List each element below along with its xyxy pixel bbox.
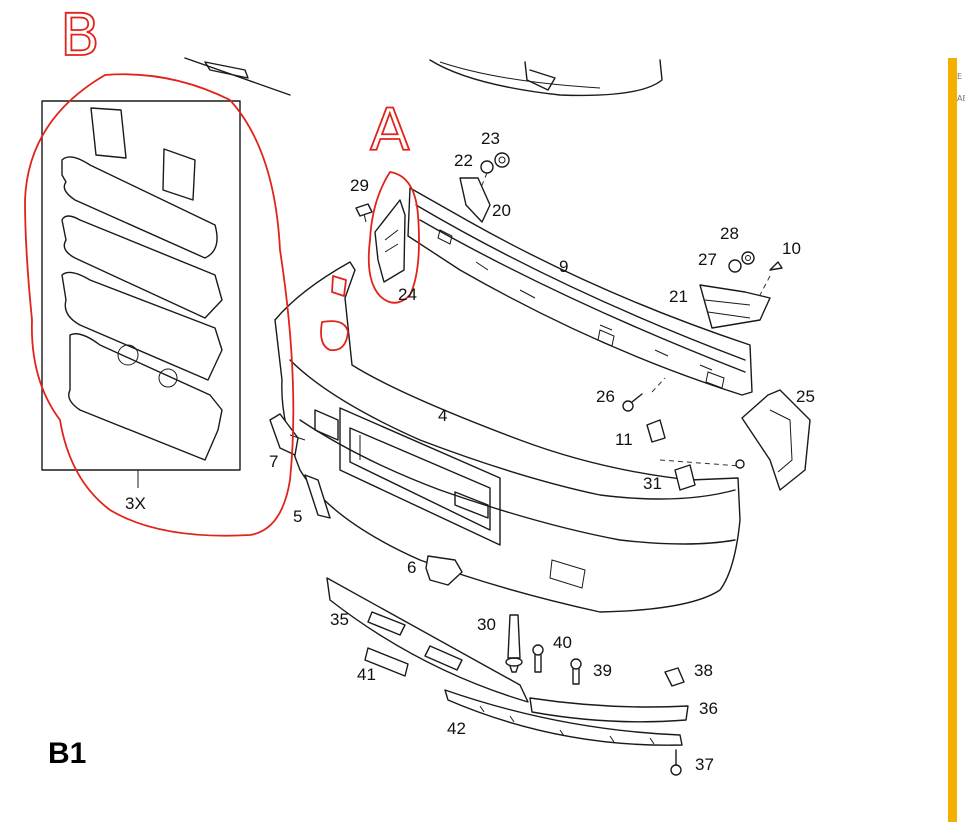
part-number-label: 4 — [438, 406, 447, 425]
part-number-label: 20 — [492, 201, 511, 220]
part-number-label: 29 — [350, 176, 369, 195]
part-number-label: 41 — [357, 665, 376, 684]
part-number-label: 40 — [553, 633, 572, 652]
part-number-label: 27 — [698, 250, 717, 269]
part-number-label: 28 — [720, 224, 739, 243]
part-number-label: 11 — [615, 430, 633, 449]
cover-5 — [304, 474, 331, 519]
plug-6 — [425, 555, 463, 586]
part-number-label: 39 — [593, 661, 612, 680]
part-number-label: 38 — [694, 661, 713, 680]
side-bar — [948, 58, 957, 822]
part-number-label: 30 — [477, 615, 496, 634]
part-number-label: 5 — [293, 507, 302, 526]
part-number-label: 31 — [643, 474, 662, 493]
screw-26 — [622, 377, 666, 412]
part-number-label: 24 — [398, 285, 417, 304]
part-number-label: 26 — [596, 387, 615, 406]
kit-box — [41, 100, 241, 488]
part-number-label: 6 — [407, 558, 416, 577]
vehicle-body-fragment — [184, 57, 663, 97]
part-number-label: 36 — [699, 699, 718, 718]
annotation-letter-a: A — [370, 96, 410, 164]
bracket-24 — [374, 199, 406, 283]
part-number-label: 37 — [695, 755, 714, 774]
strip-36 — [529, 697, 689, 723]
part-number-label: 21 — [669, 287, 688, 306]
kit-quantity-label: 3X — [125, 494, 146, 513]
clip-29 — [355, 203, 373, 223]
part-number-label: 7 — [269, 452, 278, 471]
clip-11 — [646, 419, 666, 443]
annotation-outline-b — [24, 73, 295, 537]
part-number-label: 9 — [559, 257, 568, 276]
page-label: B1 — [48, 737, 86, 770]
part-number-label: 42 — [447, 719, 466, 738]
reinforcement-bar — [407, 187, 753, 396]
part-number-label: 35 — [330, 610, 349, 629]
side-panel-text: E — [957, 72, 963, 81]
side-panel: E AE — [948, 58, 965, 822]
part-number-label: 10 — [782, 239, 801, 258]
side-panel-text: AE — [957, 94, 965, 103]
part-number-label: 23 — [481, 129, 500, 148]
nut-38 — [664, 667, 685, 687]
bracket-20 — [459, 152, 510, 223]
spoiler-42 — [444, 689, 683, 746]
annotation-outline-a — [320, 171, 420, 352]
clip-31 — [674, 464, 696, 491]
bumper-cover — [274, 261, 741, 613]
bracket-25 — [659, 389, 811, 491]
part-number-label: 22 — [454, 151, 473, 170]
strip-41 — [364, 647, 409, 677]
trim-35 — [326, 577, 529, 703]
bracket-21 — [699, 251, 783, 329]
annotation-letter-b: B — [60, 1, 100, 69]
clip-40 — [532, 644, 544, 673]
clip-39 — [570, 658, 582, 685]
part-number-label: 25 — [796, 387, 815, 406]
screw-37 — [670, 749, 682, 776]
bolt-30 — [505, 614, 523, 673]
